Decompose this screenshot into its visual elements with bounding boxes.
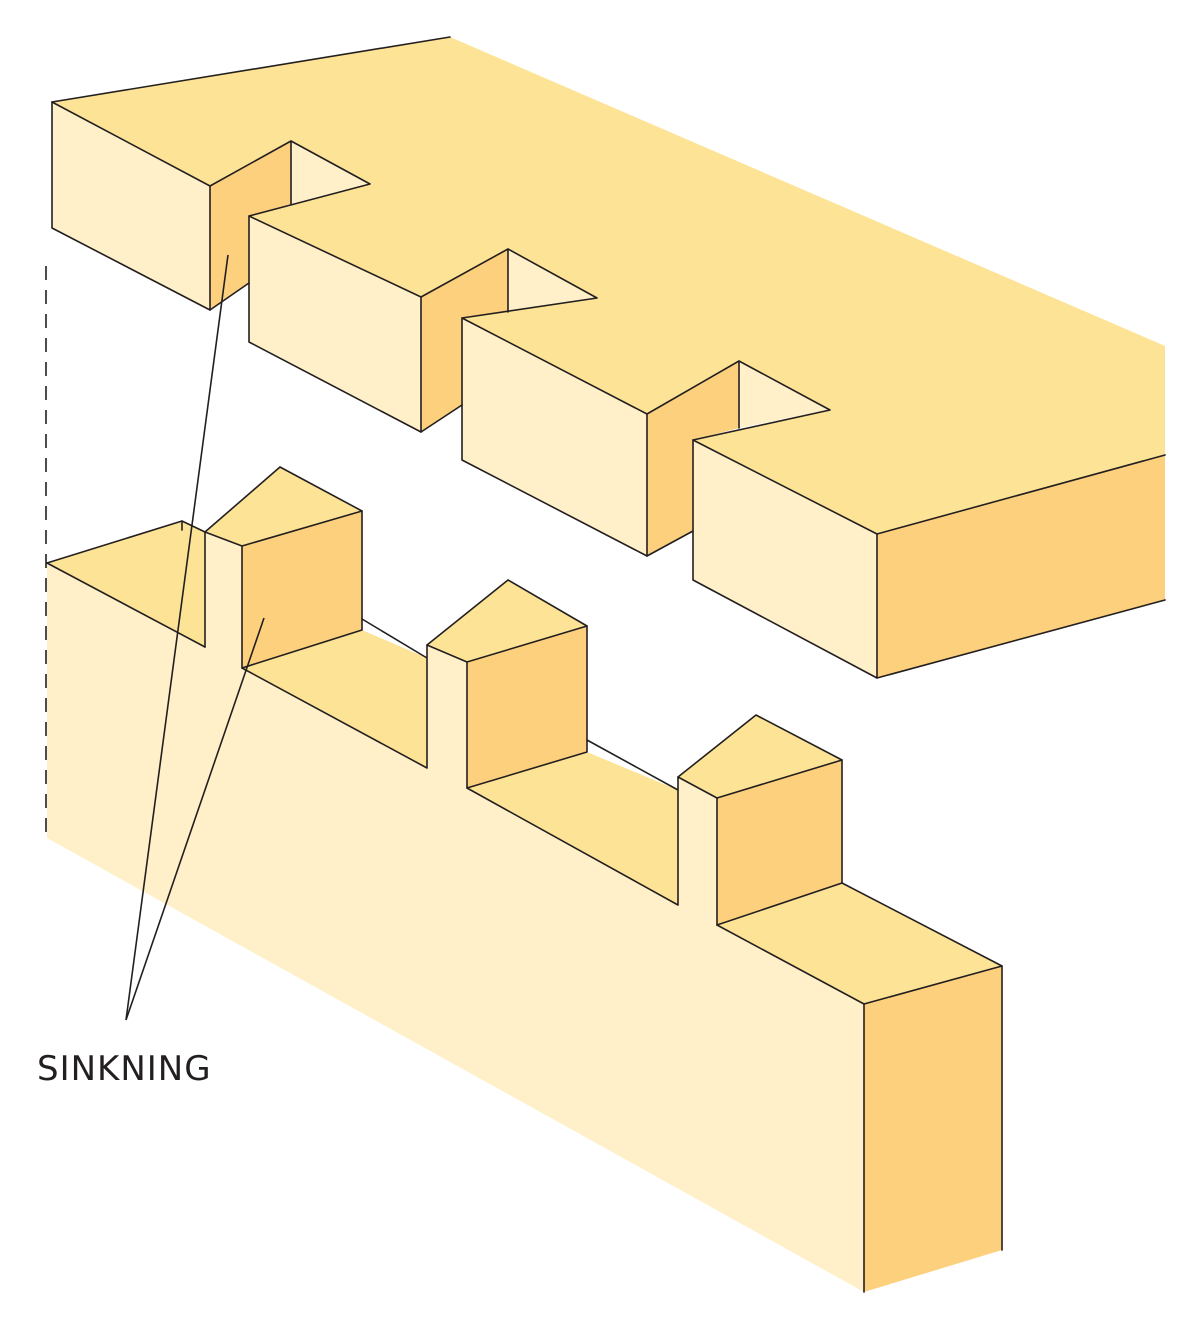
leader-line-upper [125,254,229,1021]
lower-board-end-face [864,966,1002,1292]
pin-2-front [427,645,467,788]
upper-front-face-1 [52,102,210,310]
pin-3-side [717,760,842,925]
pin-1-front [205,532,242,668]
lower-ledge-2 [242,630,427,768]
upper-board-top-face [52,37,1165,534]
label-leader-lines [125,254,265,1021]
leader-line-lower [125,617,265,1021]
socket-1-floor [291,141,370,204]
pin-2-top [427,580,587,662]
socket-1-wall [210,141,291,310]
lower-board-front-face [47,563,864,1292]
upper-front-face-3 [462,318,647,556]
socket-2-floor [508,249,597,312]
socket-2-wall [421,249,508,432]
lower-board [46,466,1003,1293]
pin-3-top [678,715,842,798]
lower-ledge-3 [467,752,678,905]
pin-1-top [205,467,362,546]
pin-2-side [467,626,587,788]
upper-board [51,36,1166,679]
upper-board-end-face [877,455,1165,678]
lower-ledge-1 [47,521,205,647]
upper-front-face-4 [693,440,877,678]
pin-3-front [678,777,717,925]
pin-1-side [242,511,362,668]
socket-3-floor [739,361,830,428]
sinkning-label: SINKNING [37,1049,212,1089]
lower-ledge-4 [717,883,1002,1004]
upper-front-face-2 [249,216,421,432]
